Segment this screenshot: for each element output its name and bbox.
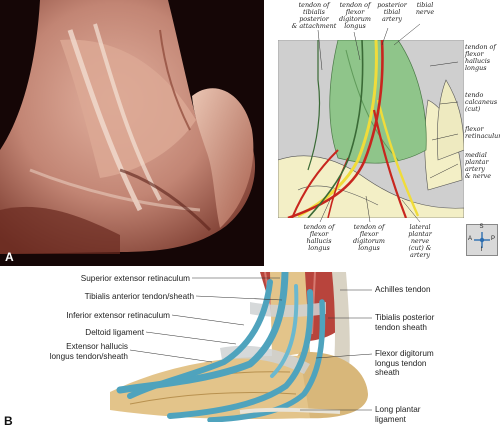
label-posterior-tibial-artery: posterior tibial artery (377, 1, 407, 23)
label-inferior-extensor-retinaculum: Inferior extensor retinaculum (66, 311, 170, 320)
label-fhl-tendon-bottom: tendon of flexor hallucis longus (303, 223, 335, 252)
compass-a: A (468, 236, 473, 242)
schematic-diagram (278, 40, 464, 218)
label-extensor-hallucis-longus: Extensor hallucis longus tendon/sheath (49, 342, 128, 361)
illustration-leaders (129, 277, 373, 411)
label-tendo-calcaneus: tendo calcaneus (cut) (465, 91, 498, 113)
orientation-compass: S A P I (466, 224, 498, 256)
label-fdl-tendon-top: tendon of flexor digitorum longus (339, 1, 371, 30)
compass-i: I (480, 247, 483, 253)
label-lateral-plantar: lateral plantar nerve (cut) & artery (408, 223, 432, 259)
compass-cross-icon (474, 232, 490, 248)
panel-b-letter: B (4, 414, 13, 428)
label-long-plantar-ligament: Long plantar ligament (375, 405, 421, 424)
label-medial-plantar: medial plantar artery & nerve (465, 151, 492, 180)
compass-s: S (479, 224, 484, 230)
label-fdl-sheath: Flexor digitorum longus tendon sheath (375, 349, 434, 377)
compass-p: P (491, 236, 496, 242)
panel-a-letter: A (5, 250, 14, 264)
label-fdl-tendon-bottom: tendon of flexor digitorum longus (353, 223, 385, 252)
dissection-photo (0, 0, 264, 266)
ankle-illustration (110, 272, 368, 422)
label-superior-extensor-retinaculum: Superior extensor retinaculum (80, 274, 190, 283)
label-deltoid-ligament: Deltoid ligament (85, 328, 144, 337)
label-achilles-tendon: Achilles tendon (375, 285, 431, 294)
label-fhl-tendon-right: tendon of flexor hallucis longus (465, 43, 496, 72)
label-flexor-retinaculum: flexor retinaculum (465, 125, 500, 140)
label-tibial-nerve: tibial nerve (415, 1, 435, 16)
label-tibialis-posterior-sheath: Tibialis posterior tendon sheath (375, 313, 435, 332)
label-tibialis-posterior-tendon: tendon of tibialis posterior & attachmen… (291, 1, 337, 30)
label-tibialis-anterior: Tibialis anterior tendon/sheath (84, 292, 194, 301)
schematic-leaders (317, 23, 459, 223)
